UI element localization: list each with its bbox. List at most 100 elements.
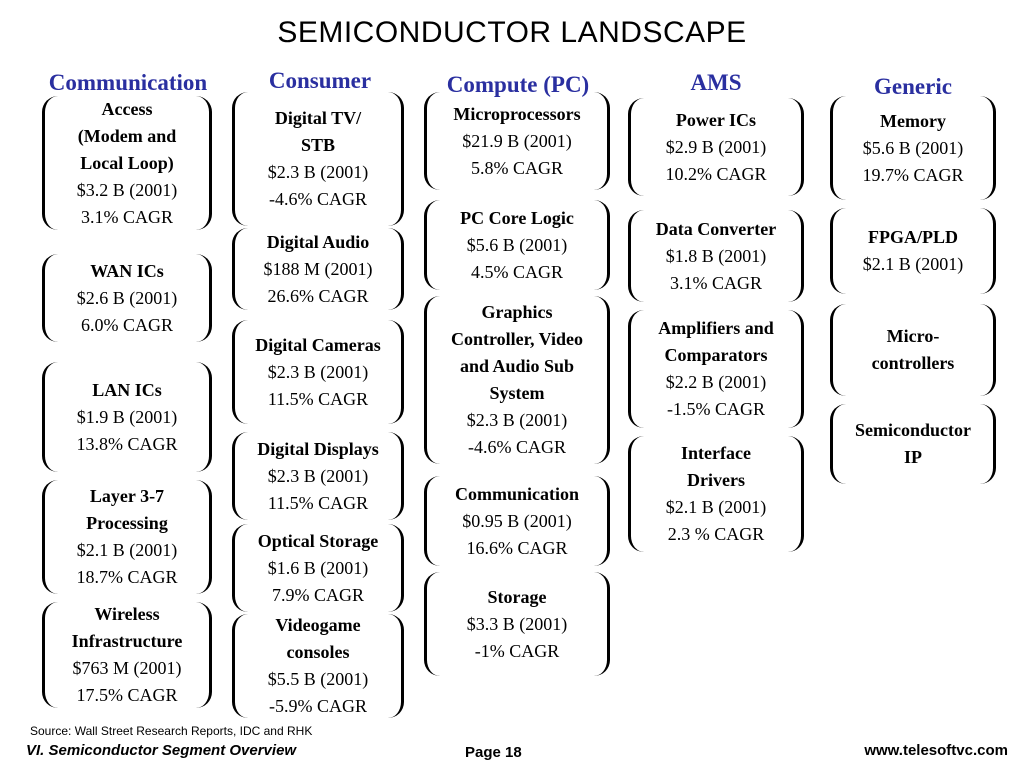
segment-name: Microprocessors: [453, 103, 581, 124]
segment-content: Power ICs$2.9 B (2001)10.2% CAGR: [665, 107, 766, 188]
footer-section-title: VI. Semiconductor Segment Overview: [26, 742, 297, 759]
segment-name: Access (Modem and Local Loop): [77, 98, 177, 173]
segment-market-size: $1.6 B (2001): [267, 557, 369, 578]
segment-box: Digital Audio$188 M (2001)26.6% CAGR: [232, 228, 404, 310]
segment-name: Layer 3-7 Processing: [86, 486, 168, 533]
segment-name: Storage: [487, 586, 547, 607]
segment-name: Communication: [454, 483, 579, 504]
segment-cagr: -4.6% CAGR: [467, 437, 566, 457]
segment-market-size: $5.6 B (2001): [466, 234, 568, 255]
segment-market-size: $1.9 B (2001): [76, 406, 178, 427]
segment-name: FPGA/PLD: [868, 227, 958, 247]
segment-name: Digital Displays: [257, 438, 379, 459]
segment-box: Digital TV/ STB $2.3 B (2001) -4.6% CAGR: [232, 92, 404, 226]
segment-market-size: $2.1 B (2001): [862, 254, 964, 274]
segment-content: Memory $5.6 B (2001) 19.7% CAGR: [862, 108, 963, 189]
segment-cagr: 6.0% CAGR: [80, 314, 173, 335]
segment-content: Semiconductor IP: [855, 417, 971, 471]
segment-content: Graphics Controller, Video and Audio Sub…: [451, 299, 583, 461]
segment-box: Micro- controllers: [830, 304, 996, 396]
segment-content: Communication$0.95 B (2001)16.6% CAGR: [455, 481, 579, 562]
segment-name: Memory: [880, 110, 946, 131]
segment-content: Amplifiers and Comparators$2.2 B (2001)-…: [658, 315, 774, 423]
column-heading-compute-pc: Compute (PC): [446, 72, 590, 97]
segment-box: Videogame consoles$5.5 B (2001)-5.9% CAG…: [232, 614, 404, 718]
segment-name: Optical Storage: [257, 530, 379, 551]
segment-box: LAN ICs $1.9 B (2001) 13.8% CAGR: [42, 362, 212, 472]
segment-box: WAN ICs$2.6 B (2001)6.0% CAGR: [42, 254, 212, 342]
segment-market-size: $2.9 B (2001): [665, 136, 767, 157]
segment-cagr: 18.7% CAGR: [76, 567, 178, 587]
segment-content: LAN ICs $1.9 B (2001) 13.8% CAGR: [76, 377, 177, 458]
segment-cagr: 11.5% CAGR: [267, 388, 369, 409]
segment-box: Digital Displays$2.3 B (2001)11.5% CAGR: [232, 432, 404, 520]
segment-market-size: $2.1 B (2001): [665, 497, 767, 517]
segment-content: Digital Audio$188 M (2001)26.6% CAGR: [264, 229, 373, 310]
segment-box: Graphics Controller, Video and Audio Sub…: [424, 296, 610, 464]
segment-market-size: $2.2 B (2001): [665, 372, 767, 392]
segment-name: Interface Drivers: [681, 443, 751, 490]
segment-content: Digital TV/ STB $2.3 B (2001) -4.6% CAGR: [268, 105, 369, 213]
segment-content: FPGA/PLD $2.1 B (2001): [863, 224, 964, 278]
segment-box: Layer 3-7 Processing $2.1 B (2001) 18.7% C…: [42, 480, 212, 594]
page-title: SEMICONDUCTOR LANDSCAPE: [277, 16, 747, 49]
segment-name: PC Core Logic: [460, 207, 574, 228]
segment-market-size: $763 M (2001): [72, 658, 182, 678]
segment-cagr: 4.5% CAGR: [470, 261, 563, 282]
segment-content: Videogame consoles$5.5 B (2001)-5.9% CAG…: [268, 612, 369, 720]
segment-cagr: 3.1% CAGR: [80, 206, 173, 227]
segment-name: Digital TV/ STB: [274, 108, 362, 155]
segment-cagr: 2.3 % CAGR: [667, 524, 765, 544]
segment-box: Data Converter$1.8 B (2001)3.1% CAGR: [628, 210, 804, 302]
segment-market-size: $2.6 B (2001): [76, 287, 178, 308]
segment-name: Graphics Controller, Video and Audio Sub…: [450, 302, 583, 403]
segment-content: Layer 3-7 Processing $2.1 B (2001) 18.7% C…: [76, 483, 177, 591]
segment-name: Micro- controllers: [871, 326, 955, 373]
segment-cagr: -4.6% CAGR: [269, 189, 367, 209]
segment-content: Interface Drivers $2.1 B (2001) 2.3 % CAGR: [666, 440, 767, 548]
segment-content: Micro- controllers: [872, 323, 955, 377]
segment-market-size: $2.3 B (2001): [466, 410, 568, 430]
segment-content: Optical Storage$1.6 B (2001)7.9% CAGR: [258, 528, 378, 609]
segment-name: Data Converter: [655, 218, 777, 239]
segment-content: Storage $3.3 B (2001) -1% CAGR: [467, 584, 568, 665]
segment-cagr: 26.6% CAGR: [267, 285, 369, 306]
segment-cagr: -1% CAGR: [474, 640, 560, 661]
column-heading-consumer: Consumer: [268, 68, 372, 93]
column-heading-ams: AMS: [690, 70, 742, 95]
column-heading-communication: Communication: [48, 70, 208, 95]
footer-page-number: Page 18: [465, 744, 522, 761]
segment-box: Semiconductor IP: [830, 404, 996, 484]
segment-cagr: 17.5% CAGR: [76, 685, 178, 705]
segment-cagr: 13.8% CAGR: [76, 433, 178, 454]
segment-name: Digital Cameras: [255, 334, 381, 355]
segment-market-size: $3.2 B (2001): [76, 179, 178, 200]
segment-name: LAN ICs: [92, 379, 162, 400]
segment-content: Data Converter$1.8 B (2001)3.1% CAGR: [656, 216, 776, 297]
segment-cagr: 19.7% CAGR: [862, 164, 964, 185]
source-note: Source: Wall Street Research Reports, ID…: [30, 724, 313, 738]
segment-box: Interface Drivers $2.1 B (2001) 2.3 % CAGR: [628, 436, 804, 552]
segment-market-size: $2.1 B (2001): [76, 540, 178, 560]
segment-content: Digital Displays$2.3 B (2001)11.5% CAGR: [257, 436, 379, 517]
segment-name: Semiconductor IP: [855, 420, 971, 467]
segment-box: Wireless Infrastructure$763 M (2001)17.5…: [42, 602, 212, 708]
segment-market-size: $2.3 B (2001): [267, 162, 369, 182]
segment-content: Digital Cameras$2.3 B (2001)11.5% CAGR: [255, 332, 380, 413]
segment-name: Videogame consoles: [275, 615, 361, 662]
segment-box: FPGA/PLD $2.1 B (2001): [830, 208, 996, 294]
segment-market-size: $3.3 B (2001): [466, 613, 568, 634]
segment-market-size: $5.6 B (2001): [862, 137, 964, 158]
segment-cagr: 5.8% CAGR: [470, 157, 563, 178]
segment-market-size: $21.9 B (2001): [462, 130, 572, 151]
segment-market-size: $2.3 B (2001): [267, 465, 369, 486]
segment-box: PC Core Logic $5.6 B (2001) 4.5% CAGR: [424, 200, 610, 290]
segment-cagr: 3.1% CAGR: [669, 272, 762, 293]
segment-box: Memory $5.6 B (2001) 19.7% CAGR: [830, 96, 996, 200]
footer-website: www.telesoftvc.com: [864, 742, 1008, 759]
segment-name: Power ICs: [675, 109, 757, 130]
segment-box: Access (Modem and Local Loop) $3.2 B (200…: [42, 96, 212, 230]
segment-content: Microprocessors $21.9 B (2001) 5.8% CAGR: [453, 101, 580, 182]
segment-box: Microprocessors $21.9 B (2001) 5.8% CAGR: [424, 92, 610, 190]
segment-content: Access (Modem and Local Loop) $3.2 B (200…: [77, 96, 178, 231]
